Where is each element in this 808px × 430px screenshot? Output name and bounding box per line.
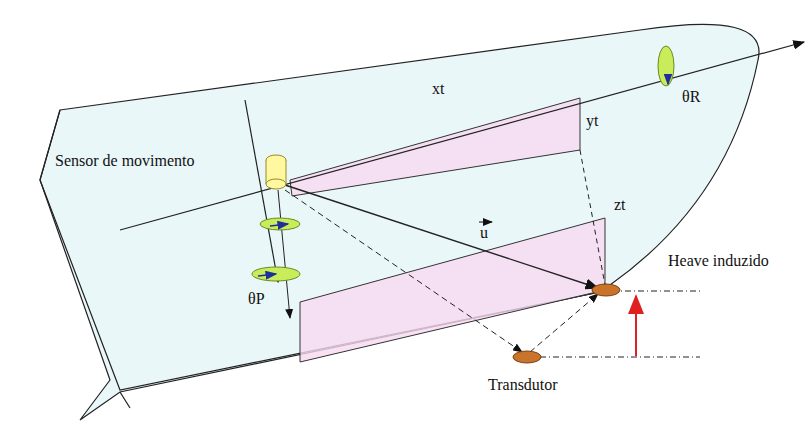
part-name: Sensor de movimento [55,152,195,170]
vector-label: u [480,224,488,242]
dimension-label: xt [432,80,444,98]
dimension-label: yt [586,112,598,130]
part-name: Transdutor [488,376,558,394]
angle-label: θR [682,88,700,106]
dimension-label: zt [614,196,626,214]
part-name: Heave induzido [668,252,769,270]
angle-label: θP [248,290,265,308]
